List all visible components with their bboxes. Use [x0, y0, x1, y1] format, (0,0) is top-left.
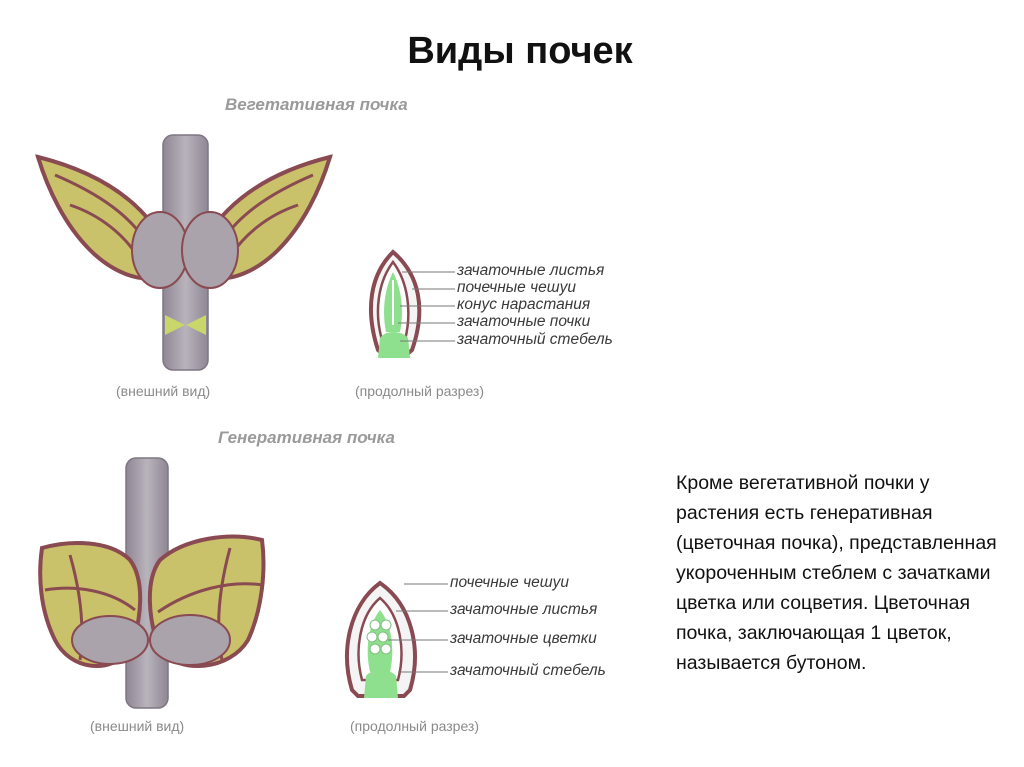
generative-caption-section: (продолный разрез)	[350, 718, 480, 734]
vegetative-section	[368, 249, 422, 358]
generative-label: зачаточный стебель	[450, 662, 606, 679]
vegetative-label: зачаточные листья	[457, 262, 605, 279]
generative-label: зачаточные цветки	[450, 630, 597, 647]
vegetative-leader-lines	[398, 271, 455, 342]
description-text: Кроме вегетативной почки у растения есть…	[676, 472, 997, 674]
generative-section	[345, 580, 417, 698]
page-title: Виды почек	[407, 30, 633, 72]
vegetative-label: почечные чешуи	[457, 279, 576, 296]
vegetative-caption-section: (продолный разрез)	[355, 383, 485, 399]
generative-caption-external: (внешний вид)	[90, 718, 185, 734]
vegetative-label: зачаточный стебель	[457, 331, 613, 348]
generative-label: почечные чешуи	[450, 574, 569, 591]
generative-external-view	[38, 457, 266, 709]
vegetative-external-view	[35, 134, 333, 371]
generative-heading: Генеративная почка	[218, 428, 395, 447]
vegetative-heading: Вегетативная почка	[225, 95, 408, 114]
generative-label: зачаточные листья	[450, 601, 598, 618]
vegetative-caption-external: (внешний вид)	[116, 383, 211, 399]
vegetative-label: зачаточные почки	[457, 313, 591, 330]
vegetative-label: конус нарастания	[457, 296, 591, 313]
generative-leader-lines	[388, 583, 448, 673]
